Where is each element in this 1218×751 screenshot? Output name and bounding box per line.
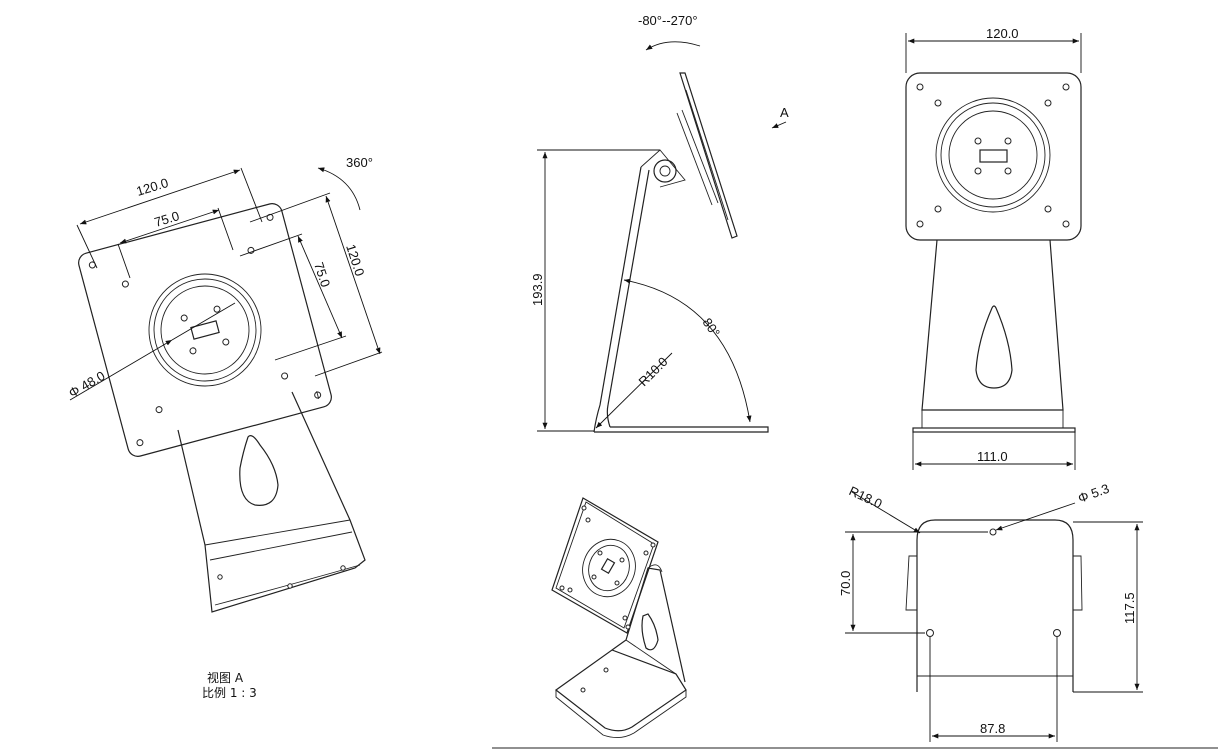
view-a-dim-hole-spacing-v: 75.0 xyxy=(239,233,347,361)
view-a: 120.0 75.0 120.0 75.0 Φ 48.0 xyxy=(66,155,383,700)
base-hole-spacing-label: 87.8 xyxy=(980,721,1005,736)
base-depth-inner-label: 70.0 xyxy=(838,571,853,596)
view-a-dim-hole-spacing-h: 75.0 xyxy=(117,207,234,279)
base-radius-label: R18.0 xyxy=(847,483,885,511)
view-a-stand-body xyxy=(177,391,366,613)
front-base-width-label: 111.0 xyxy=(977,449,1008,464)
front-view: 120.0 111.0 xyxy=(905,26,1082,470)
iso-view xyxy=(551,497,687,738)
view-a-diameter-label: Φ 48.0 xyxy=(66,368,108,401)
side-tilt-label: -80°--270° xyxy=(638,13,698,28)
view-a-hole-spacing-v-label: 75.0 xyxy=(311,260,333,289)
view-a-rotation: 360° xyxy=(317,155,373,211)
base-depth-total-label: 117.5 xyxy=(1122,592,1137,624)
view-a-caption: 视图 A xyxy=(207,670,244,685)
base-view: R18.0 Φ 5.3 70.0 117.5 87.8 xyxy=(838,481,1143,742)
side-height-label: 193.9 xyxy=(530,273,545,306)
view-a-height-label: 120.0 xyxy=(343,242,367,278)
front-plate-width-label: 120.0 xyxy=(986,26,1019,41)
view-a-rotation-label: 360° xyxy=(346,155,373,170)
view-marker-a: A xyxy=(780,105,789,120)
side-view: 193.9 80° R10.0 -80°--270° A xyxy=(530,13,789,433)
side-angle-label: 80° xyxy=(700,315,724,340)
view-a-scale: 比例 1 : 3 xyxy=(202,686,257,700)
base-hole-label: Φ 5.3 xyxy=(1076,481,1111,506)
view-a-hole-spacing-h-label: 75.0 xyxy=(152,208,181,230)
view-a-plate xyxy=(78,203,332,457)
